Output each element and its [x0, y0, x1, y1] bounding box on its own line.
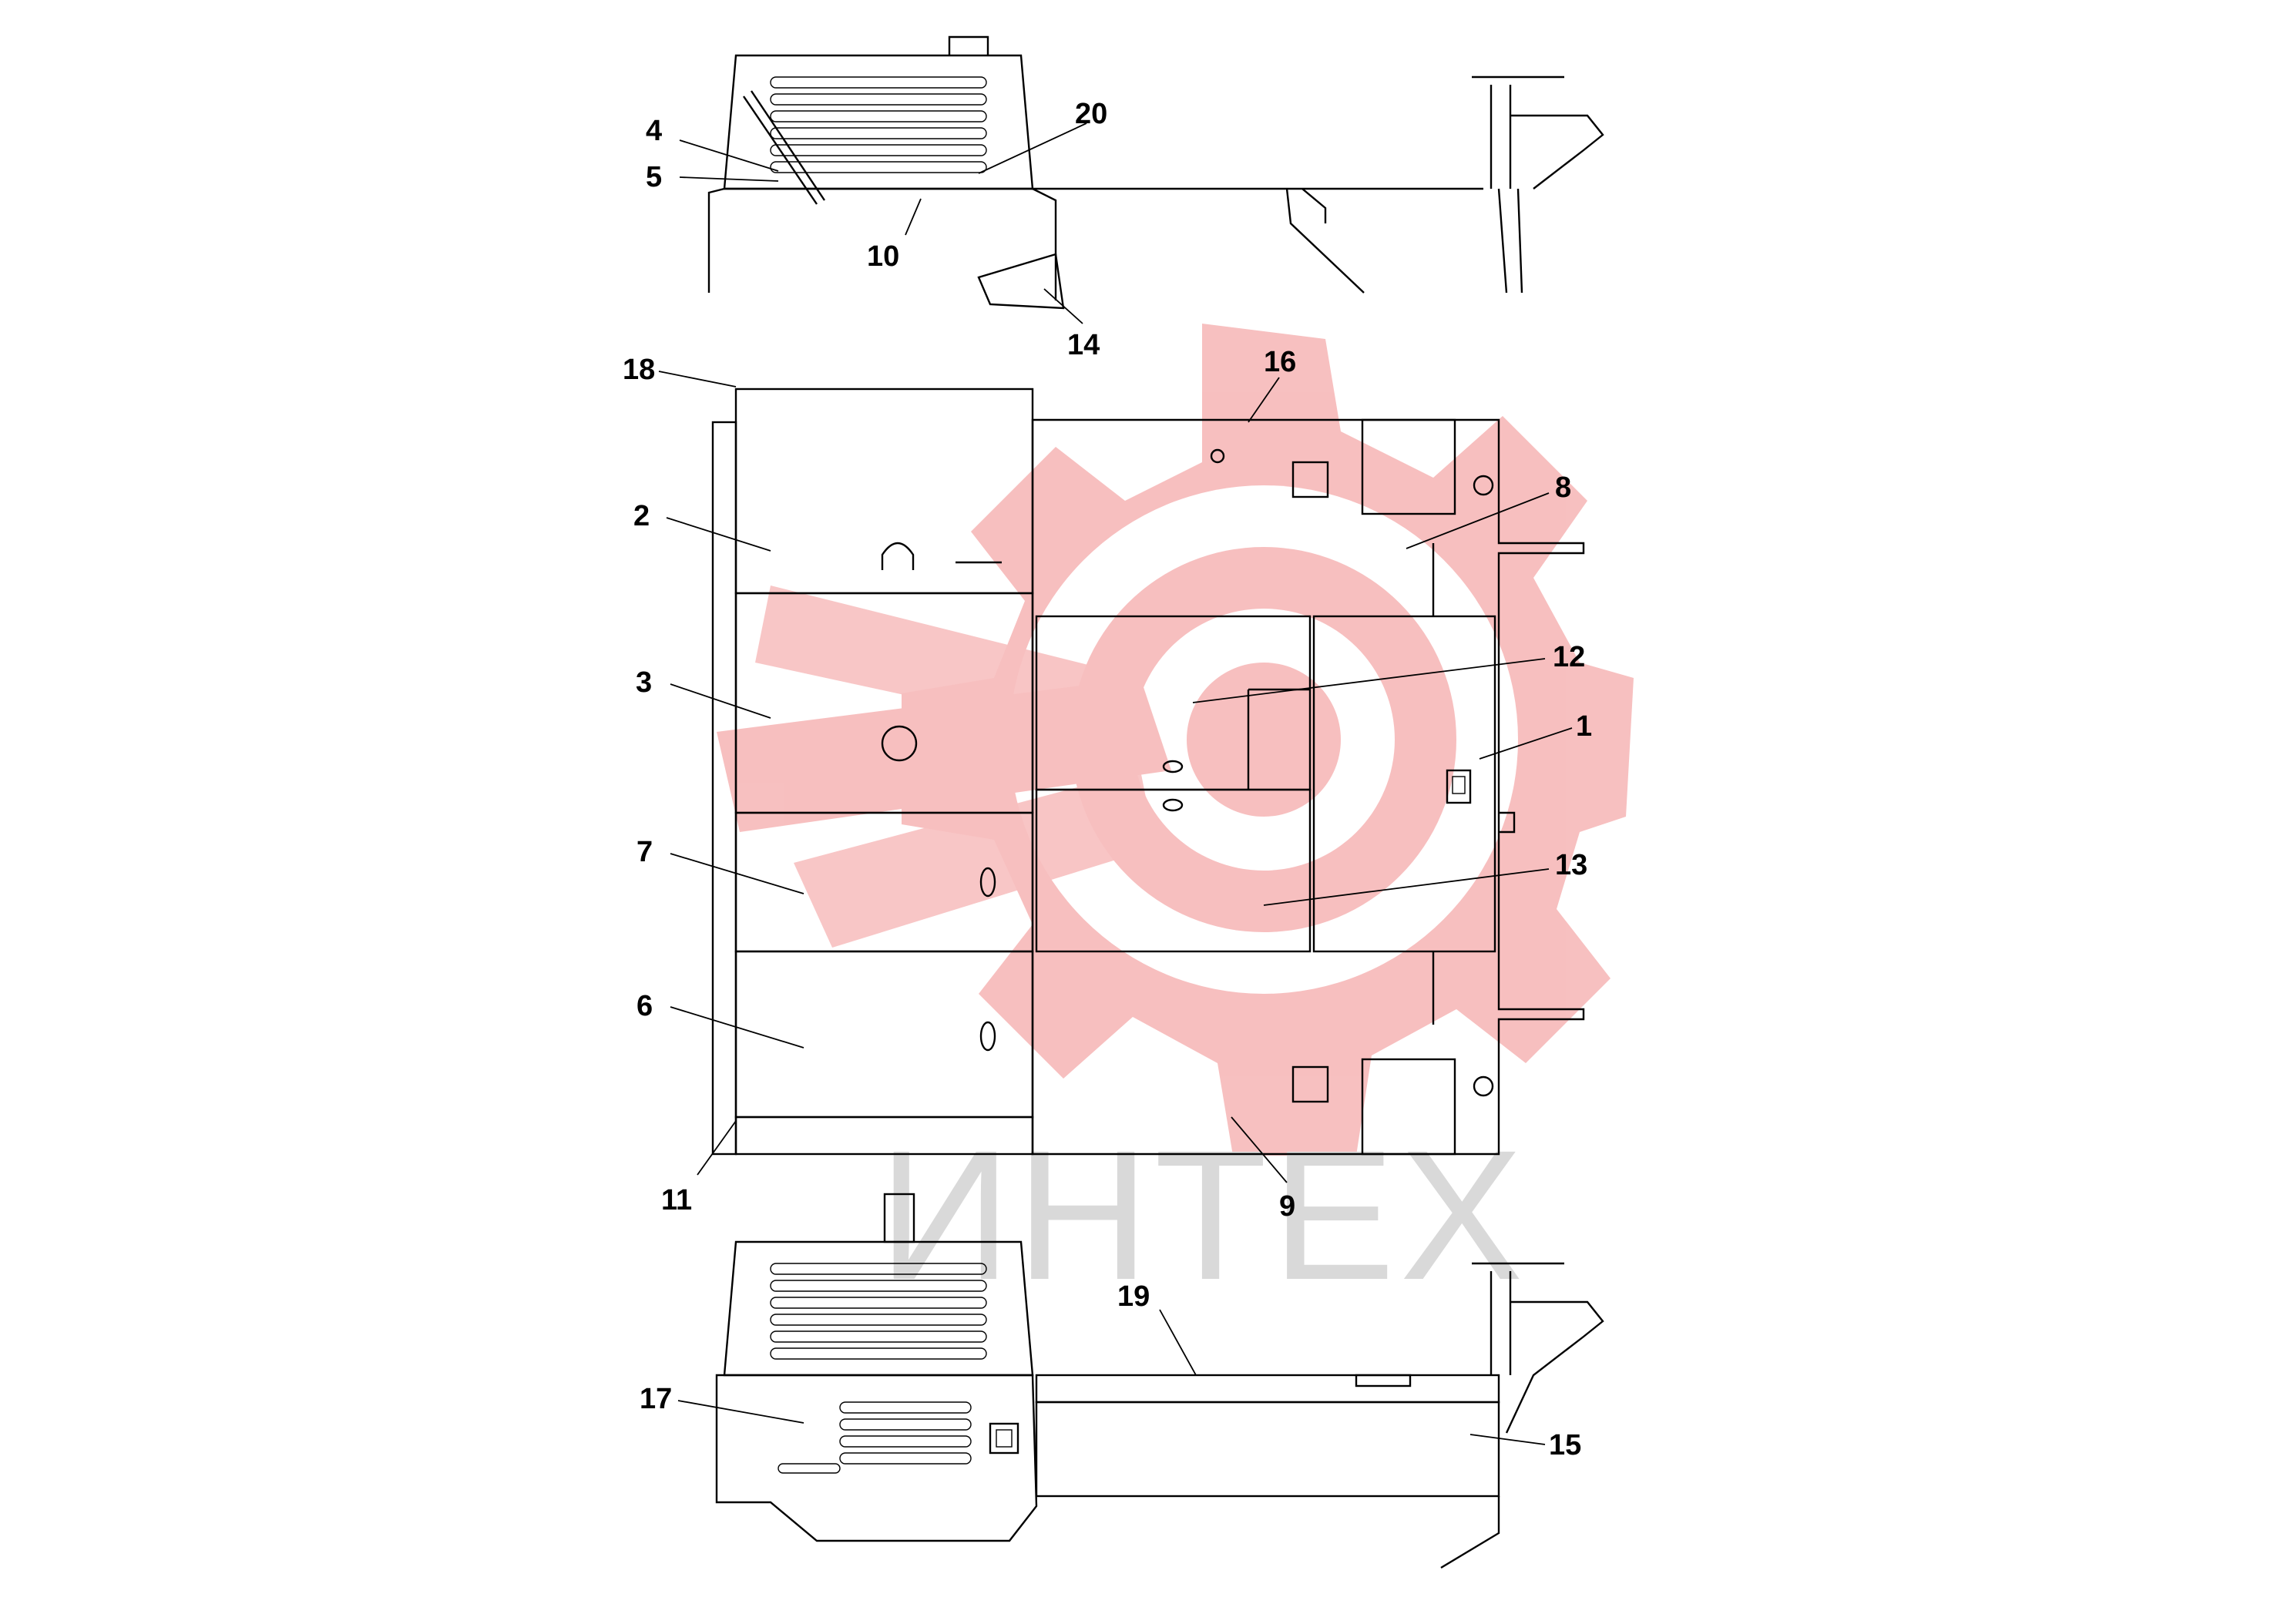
- top-side-view: [707, 35, 1604, 310]
- callout-9: 9: [1279, 1190, 1295, 1223]
- callout-17: 17: [640, 1383, 672, 1415]
- callout-3: 3: [636, 666, 652, 699]
- callout-6: 6: [636, 990, 653, 1022]
- callout-10: 10: [867, 240, 899, 273]
- upper-grille: [770, 1263, 987, 1360]
- watermark: ИНТЕХ: [717, 324, 1634, 1318]
- callout-12: 12: [1553, 641, 1585, 673]
- callout-5: 5: [646, 161, 662, 193]
- callout-18: 18: [623, 354, 655, 386]
- watermark-text: ИНТЕХ: [878, 1112, 1528, 1318]
- callouts: 4 5 20 10 14 18 16 2 8 12 3 1 13: [623, 98, 1592, 1461]
- callout-11: 11: [661, 1184, 692, 1216]
- callout-1: 1: [1576, 710, 1592, 743]
- callout-13: 13: [1555, 849, 1587, 881]
- callout-16: 16: [1264, 346, 1296, 378]
- callout-7: 7: [636, 836, 653, 868]
- gear-emblem-icon: [717, 324, 1634, 1156]
- callout-8: 8: [1555, 471, 1571, 504]
- side-grille: [778, 1401, 972, 1474]
- callout-15: 15: [1549, 1429, 1581, 1461]
- callout-2: 2: [633, 500, 650, 532]
- hood-grille: [770, 76, 987, 173]
- bottom-front-view: [715, 1193, 1604, 1569]
- callout-20: 20: [1075, 98, 1107, 130]
- callout-19: 19: [1117, 1280, 1150, 1313]
- callout-14: 14: [1067, 329, 1100, 361]
- callout-4: 4: [646, 115, 662, 147]
